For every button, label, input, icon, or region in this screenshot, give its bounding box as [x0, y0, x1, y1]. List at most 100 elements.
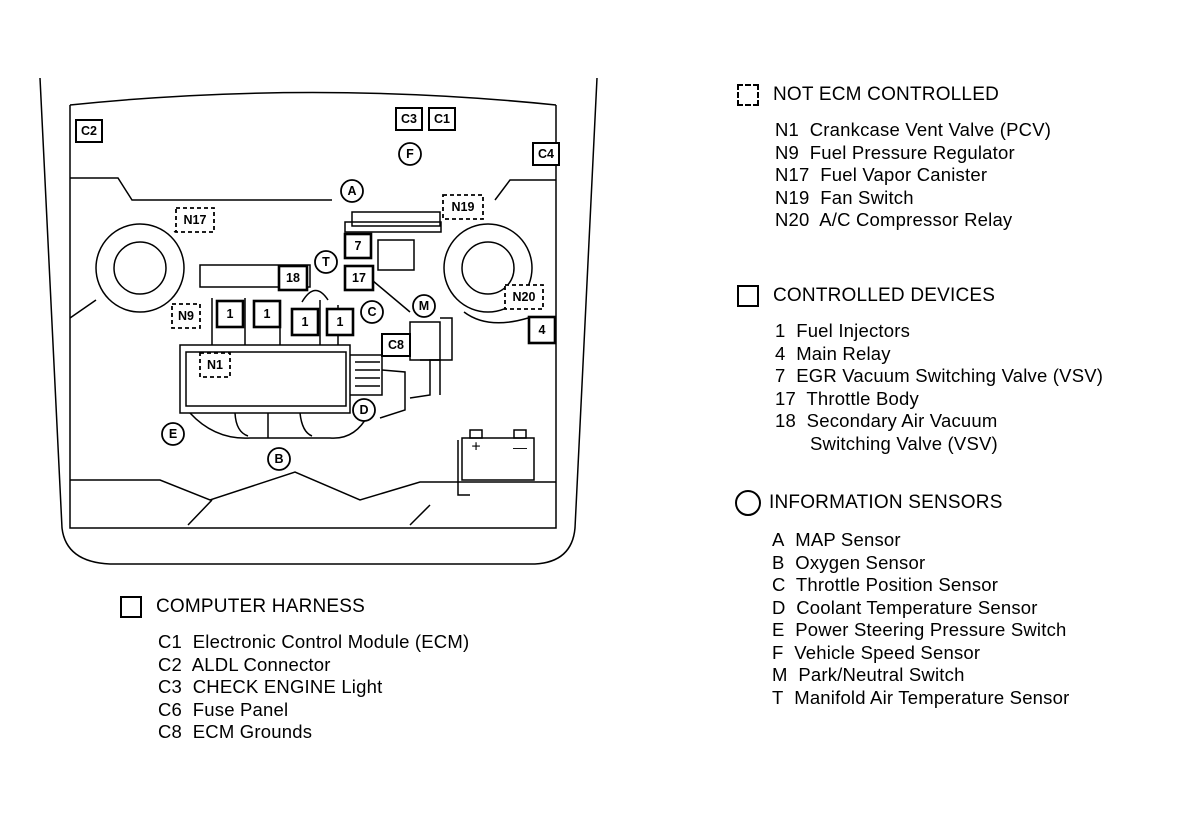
- legend-heading: NOT ECM CONTROLLED: [773, 84, 999, 105]
- firewall-curve: [69, 91, 557, 106]
- legend-list: A MAP Sensor B Oxygen Sensor C Throttle …: [772, 529, 1069, 709]
- battery: [461, 437, 535, 481]
- svg-text:C8: C8: [388, 338, 404, 352]
- svg-text:4: 4: [539, 323, 546, 337]
- legend-item: E Power Steering Pressure Switch: [772, 619, 1067, 640]
- sensor-b: B: [267, 447, 291, 471]
- device-7: 7: [343, 232, 373, 260]
- legend-item: N9 Fuel Pressure Regulator: [775, 141, 1015, 163]
- svg-text:1: 1: [264, 307, 271, 321]
- legend-header: CONTROLLED DEVICES: [737, 285, 1103, 307]
- device-1-a: 1: [215, 299, 245, 329]
- legend-list: N1 Crankcase Vent Valve (PCV) N9 Fuel Pr…: [775, 119, 1051, 232]
- svg-text:B: B: [274, 452, 283, 466]
- device-1-c: 1: [290, 307, 320, 337]
- device-1-d: 1: [325, 307, 355, 337]
- harness-connector-c2: C2: [75, 119, 103, 143]
- legend-header: INFORMATION SENSORS: [735, 490, 1069, 516]
- svg-text:C4: C4: [538, 147, 554, 161]
- legend-item: N17 Fuel Vapor Canister: [775, 164, 988, 185]
- sensor-a: A: [340, 179, 364, 203]
- legend-item: 17 Throttle Body: [775, 387, 919, 409]
- dashed-square-icon: [737, 84, 759, 106]
- legend-header: COMPUTER HARNESS: [120, 596, 469, 618]
- not-ecm-n19: N19: [442, 194, 484, 220]
- legend-item: 4 Main Relay: [775, 342, 891, 364]
- left-wheel-outer: [95, 223, 185, 313]
- battery-negative-label: —: [513, 439, 527, 455]
- not-ecm-n9: N9: [171, 303, 201, 329]
- svg-text:M: M: [419, 299, 429, 313]
- legend-controlled-devices: CONTROLLED DEVICES 1 Fuel Injectors 4 Ma…: [737, 285, 1103, 455]
- svg-text:F: F: [406, 147, 414, 161]
- svg-text:A: A: [347, 184, 356, 198]
- not-ecm-n17: N17: [175, 207, 215, 233]
- sensor-f: F: [398, 142, 422, 166]
- sensor-t: T: [314, 250, 338, 274]
- legend-item: C8 ECM Grounds: [158, 721, 313, 742]
- legend-heading: CONTROLLED DEVICES: [773, 285, 996, 306]
- svg-text:D: D: [359, 403, 368, 417]
- device-4: 4: [527, 315, 557, 345]
- legend-item: C3 CHECK ENGINE Light: [158, 676, 383, 697]
- legend-computer-harness: COMPUTER HARNESS C1 Electronic Control M…: [120, 596, 469, 744]
- svg-text:17: 17: [352, 271, 366, 285]
- legend-item: C2 ALDL Connector: [158, 653, 331, 675]
- battery-positive-label: +: [471, 439, 480, 456]
- legend-list: C1 Electronic Control Module (ECM) C2 AL…: [158, 631, 469, 744]
- legend-item: D Coolant Temperature Sensor: [772, 596, 1038, 618]
- svg-text:7: 7: [355, 239, 362, 253]
- legend-item: 7 EGR Vacuum Switching Valve (VSV): [775, 365, 1104, 386]
- svg-text:N17: N17: [184, 213, 207, 227]
- device-18: 18: [277, 264, 309, 292]
- legend-item: C6 Fuse Panel: [158, 698, 289, 720]
- legend-item: F Vehicle Speed Sensor: [772, 641, 981, 663]
- device-1-b: 1: [252, 299, 282, 329]
- legend-not-ecm-controlled: NOT ECM CONTROLLED N1 Crankcase Vent Val…: [737, 84, 1051, 232]
- svg-text:C: C: [367, 305, 376, 319]
- legend-item: B Oxygen Sensor: [772, 551, 926, 573]
- vehicle-outline: [39, 77, 598, 565]
- legend-heading: INFORMATION SENSORS: [769, 492, 1003, 513]
- svg-text:1: 1: [337, 315, 344, 329]
- left-wheel-inner: [113, 241, 167, 295]
- harness-connector-c4: C4: [532, 142, 560, 166]
- legend-information-sensors: INFORMATION SENSORS A MAP Sensor B Oxyge…: [735, 490, 1069, 709]
- legend-item: M Park/Neutral Switch: [772, 664, 965, 685]
- sensor-d: D: [352, 398, 376, 422]
- right-wheel-outer: [443, 223, 533, 313]
- svg-text:N1: N1: [207, 358, 223, 372]
- harness-connector-c1: C1: [428, 107, 456, 131]
- svg-text:1: 1: [302, 315, 309, 329]
- legend-list: 1 Fuel Injectors 4 Main Relay 7 EGR Vacu…: [775, 320, 1103, 455]
- legend-item: C1 Electronic Control Module (ECM): [158, 631, 470, 652]
- not-ecm-n20: N20: [504, 284, 544, 310]
- legend-item: N19 Fan Switch: [775, 186, 914, 208]
- not-ecm-n1: N1: [199, 352, 231, 378]
- sensor-m: M: [412, 294, 436, 318]
- svg-text:N19: N19: [452, 200, 475, 214]
- right-wheel-inner: [461, 241, 515, 295]
- sensor-c: C: [360, 300, 384, 324]
- svg-text:N20: N20: [513, 290, 536, 304]
- sensor-e: E: [161, 422, 185, 446]
- legend-item: 1 Fuel Injectors: [775, 320, 911, 341]
- legend-heading: COMPUTER HARNESS: [156, 596, 366, 617]
- circle-icon: [735, 490, 761, 516]
- svg-text:C1: C1: [434, 112, 450, 126]
- legend-item: C Throttle Position Sensor: [772, 574, 999, 595]
- legend-item-continuation: Switching Valve (VSV): [810, 432, 998, 454]
- solid-square-icon: [120, 596, 142, 618]
- legend-item: N1 Crankcase Vent Valve (PCV): [775, 119, 1052, 140]
- svg-text:E: E: [169, 427, 177, 441]
- legend-item: T Manifold Air Temperature Sensor: [772, 686, 1070, 708]
- svg-text:T: T: [322, 255, 330, 269]
- harness-connector-c8: C8: [381, 333, 411, 357]
- svg-text:18: 18: [286, 271, 300, 285]
- svg-text:N9: N9: [178, 309, 194, 323]
- legend-item: N20 A/C Compressor Relay: [775, 209, 1013, 230]
- device-17: 17: [343, 264, 375, 292]
- legend-item: A MAP Sensor: [772, 529, 901, 550]
- svg-text:1: 1: [227, 307, 234, 321]
